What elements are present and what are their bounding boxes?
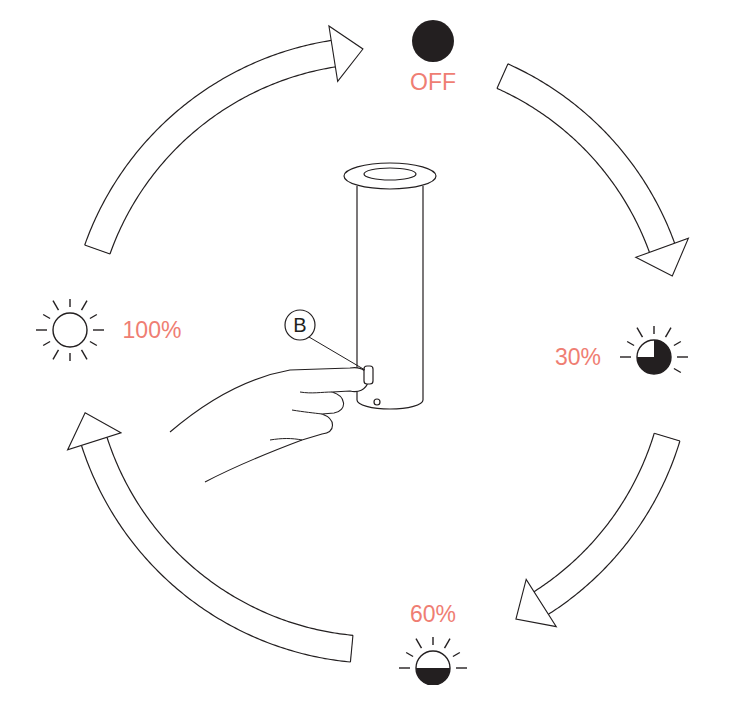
sun-icon	[399, 637, 467, 685]
cycle-arrow	[85, 26, 363, 254]
sun-ray	[81, 350, 87, 360]
sun-ray	[36, 329, 47, 330]
state-icon	[398, 633, 468, 685]
cycle-arrow	[68, 413, 353, 662]
arrow-tail	[497, 64, 508, 89]
lamp-opening	[364, 168, 416, 180]
lamp-hole	[374, 399, 380, 405]
button-b	[364, 366, 373, 384]
sun-ray	[445, 639, 451, 649]
state-icon	[619, 322, 689, 392]
sun-fill	[637, 340, 671, 374]
sun-ray	[89, 315, 96, 319]
arrow-head	[516, 579, 556, 626]
state-label: OFF	[410, 69, 456, 95]
state-node: 100%	[35, 295, 182, 365]
state-icon	[411, 19, 455, 63]
sun-ray	[653, 326, 654, 334]
sun-icon	[620, 326, 688, 374]
arrow-head	[329, 26, 363, 81]
sun-ray	[69, 299, 70, 307]
arrow-band-outline	[541, 437, 667, 603]
arrow-tail	[654, 433, 680, 441]
off-dot	[412, 20, 454, 62]
sun-ray	[399, 668, 410, 669]
arrow-band	[97, 54, 333, 250]
arrow-head	[636, 238, 689, 276]
sun-ray	[627, 342, 634, 346]
state-label: 100%	[123, 317, 182, 343]
sun-ray	[43, 315, 50, 319]
finger-lines	[270, 392, 332, 440]
sun-ray	[666, 328, 672, 338]
arrow-band-outline	[502, 76, 662, 248]
lamp-tube	[357, 186, 423, 409]
sun-disc	[637, 340, 671, 374]
cycle-arrow	[497, 64, 688, 276]
arrow-band	[502, 76, 662, 248]
state-label: 30%	[555, 344, 601, 370]
arrow-band	[94, 441, 351, 648]
state-node: OFF	[410, 19, 456, 95]
sun-disc	[53, 313, 87, 347]
arrow-band-outline	[94, 441, 351, 648]
state-icon	[35, 295, 105, 365]
arrow-tail	[85, 245, 110, 254]
sun-ray	[69, 353, 70, 361]
sun-ray	[89, 342, 96, 346]
callout-letter: B	[285, 310, 315, 340]
sun-ray	[620, 356, 631, 357]
state-label: 60%	[410, 601, 456, 627]
arrow-head	[68, 413, 121, 450]
sun-ray	[674, 342, 681, 346]
sun-ray	[456, 668, 467, 669]
sun-ray	[453, 653, 460, 657]
sun-ray	[416, 639, 422, 649]
state-node: 60%	[398, 601, 468, 685]
arrow-band	[541, 437, 667, 603]
cycle-arrow	[516, 433, 680, 626]
sun-ray	[432, 637, 433, 645]
sun-ray	[43, 342, 50, 346]
sun-ray	[53, 301, 59, 311]
state-node: 30%	[555, 322, 689, 392]
leader-line	[309, 337, 365, 370]
sun-ray	[406, 653, 413, 657]
arrow-tail	[350, 635, 353, 662]
sun-fill	[416, 668, 450, 685]
sun-icon	[36, 299, 104, 361]
lamp-rim	[344, 163, 436, 189]
hand-outline	[170, 368, 368, 482]
sun-ray	[81, 301, 87, 311]
sun-ray	[674, 369, 681, 373]
sun-ray	[93, 329, 104, 330]
sun-ray	[53, 350, 59, 360]
sun-disc	[416, 651, 450, 685]
sun-ray	[637, 328, 643, 338]
arrow-band-outline	[97, 54, 333, 250]
sun-ray	[677, 356, 688, 357]
callout-circle	[285, 310, 315, 340]
